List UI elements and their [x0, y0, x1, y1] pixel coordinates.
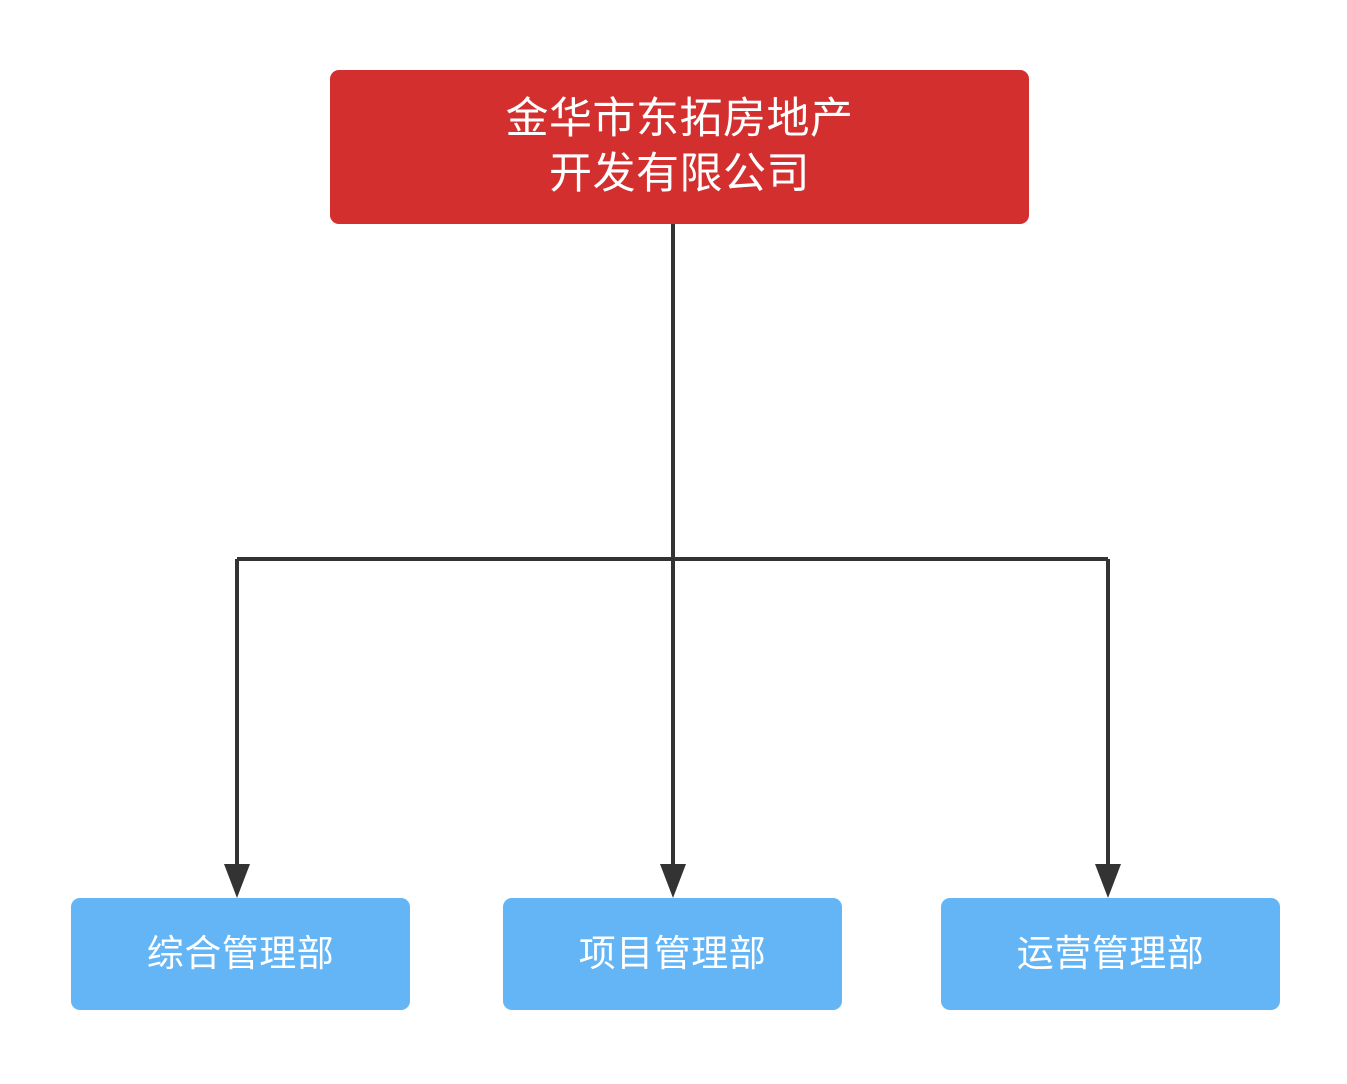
- org-node-root[interactable]: 金华市东拓房地产 开发有限公司: [330, 70, 1029, 224]
- org-node-dept-general[interactable]: 综合管理部: [71, 898, 410, 1010]
- org-node-dept-operations[interactable]: 运营管理部: [941, 898, 1280, 1010]
- org-node-dept-general-label: 综合管理部: [146, 933, 335, 975]
- arrowhead-dept-general-icon: [224, 864, 250, 898]
- org-node-dept-project-label: 项目管理部: [578, 933, 767, 975]
- arrowhead-dept-operations-icon: [1095, 864, 1121, 898]
- org-node-dept-operations-label: 运营管理部: [1016, 933, 1205, 975]
- arrowhead-dept-project-icon: [660, 864, 686, 898]
- org-node-root-label: 金华市东拓房地产 开发有限公司: [505, 94, 854, 198]
- org-node-dept-project[interactable]: 项目管理部: [503, 898, 842, 1010]
